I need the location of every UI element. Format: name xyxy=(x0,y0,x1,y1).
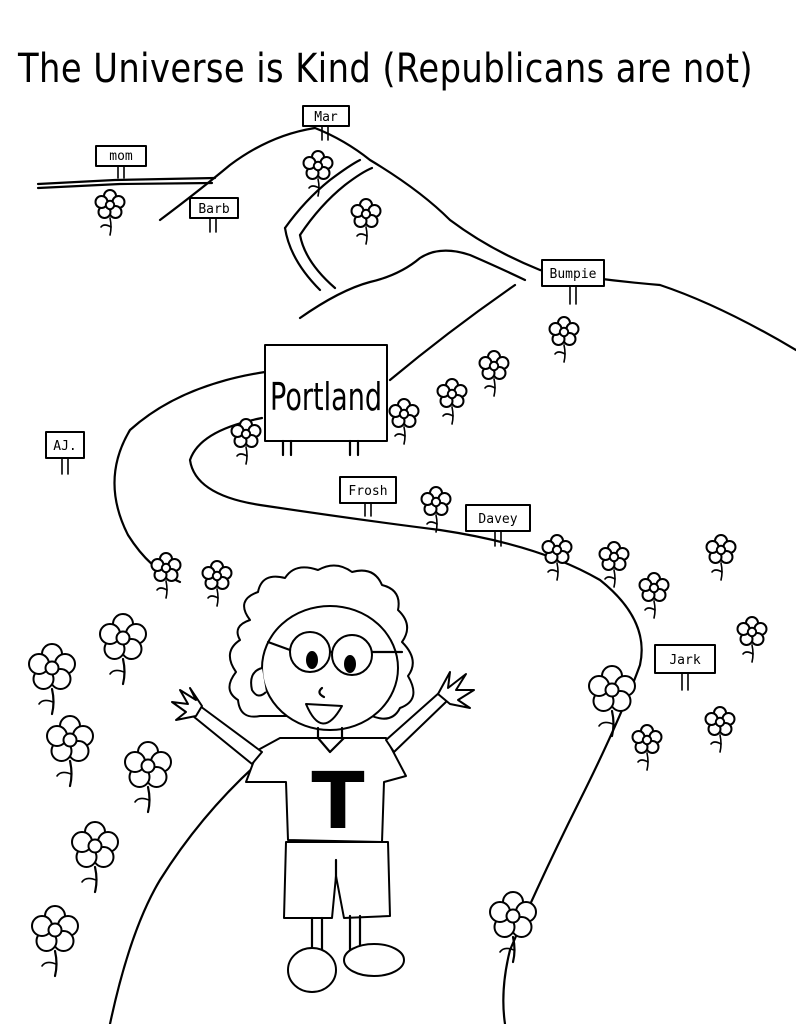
landscape xyxy=(36,126,796,352)
flower-icon xyxy=(488,890,538,964)
sign-mar: Mar xyxy=(302,105,350,141)
sign-jark: Jark xyxy=(654,644,716,691)
flower-icon xyxy=(201,560,233,607)
flower-icon xyxy=(541,534,573,581)
sign-mom: mom xyxy=(95,145,147,179)
sign-bumpie-label: Bumpie xyxy=(550,267,597,282)
sign-davey-label: Davey xyxy=(478,512,517,527)
flowers xyxy=(27,150,768,978)
sign-aj: AJ. xyxy=(45,431,85,475)
flower-icon xyxy=(350,198,382,245)
flower-icon xyxy=(27,642,77,716)
flower-icon xyxy=(548,316,580,363)
flower-icon xyxy=(736,616,768,663)
flower-icon xyxy=(631,724,663,771)
road xyxy=(108,283,643,1024)
flower-icon xyxy=(638,572,670,619)
sign-mar-label: Mar xyxy=(314,110,338,125)
flower-icon xyxy=(587,664,637,738)
sign-jark-label: Jark xyxy=(669,653,700,668)
flower-icon xyxy=(70,820,120,894)
flower-icon xyxy=(123,740,173,814)
flower-icon xyxy=(420,486,452,533)
flower-icon xyxy=(598,541,630,588)
flower-icon xyxy=(98,612,148,686)
flower-icon xyxy=(230,418,262,465)
sign-portland-label: Portland xyxy=(270,375,382,419)
title-text: The Universe is Kind (Republicans are no… xyxy=(17,46,753,92)
flower-icon xyxy=(705,534,737,581)
sign-mom-label: mom xyxy=(109,149,133,164)
sign-portland: Portland xyxy=(264,344,388,457)
flower-icon xyxy=(150,552,182,599)
sign-davey: Davey xyxy=(465,504,531,547)
flower-icon xyxy=(94,189,126,236)
sign-frosh-label: Frosh xyxy=(348,484,387,499)
flower-icon xyxy=(30,904,80,978)
flower-icon xyxy=(478,350,510,397)
shirt-letter-text: T xyxy=(311,757,364,847)
sign-bumpie: Bumpie xyxy=(541,259,605,305)
flower-icon xyxy=(388,398,420,445)
character: T xyxy=(171,564,475,993)
flower-icon xyxy=(436,378,468,425)
sign-frosh: Frosh xyxy=(339,476,397,517)
sign-aj-label: AJ. xyxy=(53,439,76,454)
sign-barb: Barb xyxy=(189,197,239,233)
flower-icon xyxy=(45,714,95,788)
flower-icon xyxy=(704,706,736,753)
sign-barb-label: Barb xyxy=(198,202,229,217)
